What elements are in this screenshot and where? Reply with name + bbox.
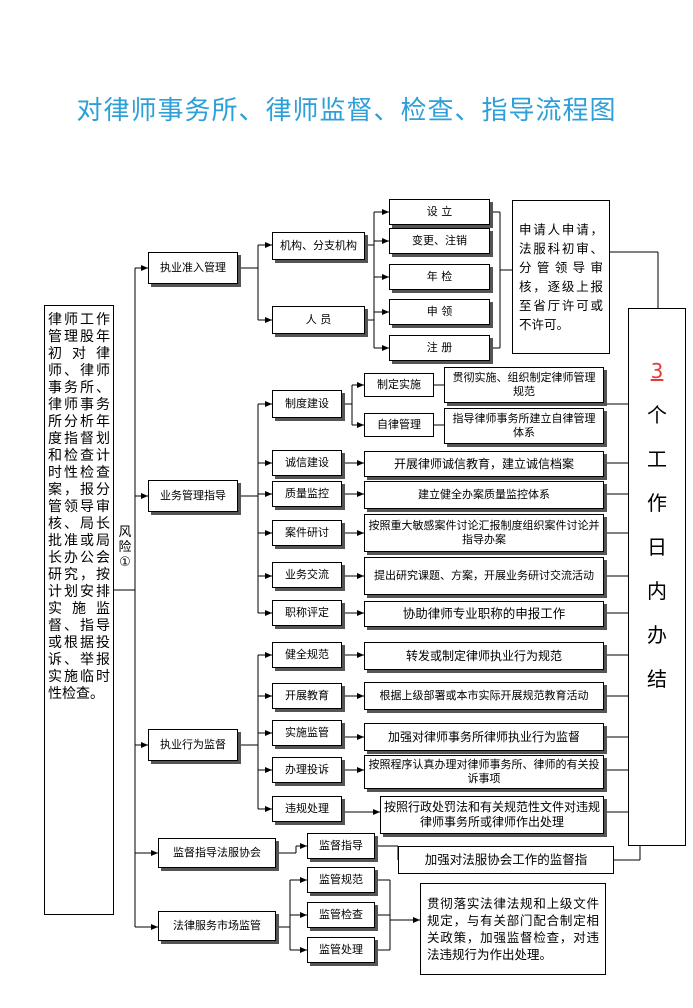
- admission-person: 人 员: [272, 306, 365, 334]
- business-row-label-title: 职称评定: [272, 600, 342, 626]
- result-days-number: 3: [650, 359, 664, 383]
- conduct-row-desc-violation: 按照行政处罚法和有关规范性文件对违规律师事务所或律师作出处理: [380, 796, 604, 834]
- conduct-row-desc-supervision: 加强对律师事务所律师执业行为监督: [364, 723, 604, 751]
- result-column: 3 个 工 作 日 内 办 结: [628, 308, 686, 846]
- business-row-desc-title: 协助律师专业职称的申报工作: [364, 601, 604, 627]
- business-row-desc-quality: 建立健全办案质量监控体系: [364, 481, 604, 509]
- admission-item-change: 变更、注销: [389, 228, 490, 254]
- category-market: 法律服务市场监管: [158, 911, 276, 941]
- business-system: 制度建设: [272, 390, 342, 418]
- page-title: 对律师事务所、律师监督、检查、指导流程图: [76, 96, 617, 126]
- business-system-sub-implement: 制定实施: [364, 373, 434, 397]
- business-row-label-exchange: 业务交流: [272, 562, 342, 588]
- association-supervise: 监督指导: [307, 833, 375, 859]
- market-item-norms: 监管规范: [307, 867, 375, 893]
- result-char-6: 办: [647, 623, 667, 647]
- conduct-row-label-norms: 健全规范: [272, 642, 342, 668]
- result-char-7: 结: [647, 667, 667, 691]
- business-system-desc-selfdiscipline: 指导律师事务所建立自律管理体系: [444, 408, 604, 444]
- conduct-row-label-violation: 违规处理: [272, 796, 342, 822]
- market-desc: 贯彻落实法律法规和上级文件规定，与有关部门配合制定相关政策，加强监督检查，对违法…: [420, 883, 606, 975]
- business-system-sub-selfdiscipline: 自律管理: [364, 413, 434, 437]
- market-item-handling: 监管处理: [307, 937, 375, 963]
- result-char-5: 内: [647, 579, 667, 603]
- admission-item-apply: 申 领: [389, 299, 490, 325]
- business-row-desc-integrity: 开展律师诚信教育，建立诚信档案: [364, 451, 604, 477]
- category-business: 业务管理指导: [148, 480, 238, 512]
- category-admission: 执业准入管理: [148, 252, 238, 284]
- market-item-inspection: 监管检查: [307, 902, 375, 928]
- business-row-label-quality: 质量监控: [272, 481, 342, 507]
- admission-note: 申请人申请，法服科初审、分管领导审核，逐级上报至省厅许可或不许可。: [512, 200, 610, 354]
- result-char-1: 个: [647, 403, 667, 427]
- conduct-row-desc-education: 根据上级部署或本市实际开展规范教育活动: [364, 682, 604, 710]
- admission-item-setup: 设 立: [389, 199, 490, 225]
- admission-item-register: 注 册: [389, 335, 490, 361]
- result-char-4: 日: [647, 535, 667, 559]
- conduct-row-label-education: 开展教育: [272, 683, 342, 709]
- left-description-box: 律师工作管理股年初对律师、律师事务所、律师事务所分析年度指督划和检查计时性检查案…: [44, 305, 114, 915]
- category-association: 监督指导法服协会: [158, 838, 276, 868]
- conduct-row-desc-norms: 转发或制定律师执业行为规范: [364, 642, 604, 670]
- business-row-desc-exchange: 提出研究课题、方案，开展业务研讨交流活动: [364, 557, 604, 595]
- conduct-row-desc-complaint: 按照程序认真办理对律师事务所、律师的有关投诉事项: [364, 755, 604, 789]
- association-desc: 加强对法服协会工作的监督指: [398, 846, 614, 874]
- admission-item-annual: 年 检: [389, 264, 490, 290]
- admission-org: 机构、分支机构: [272, 232, 365, 260]
- conduct-row-label-supervision: 实施监管: [272, 720, 342, 746]
- business-row-desc-case: 按照重大敏感案件讨论汇报制度组织案件讨论并指导办案: [364, 514, 604, 552]
- business-row-label-integrity: 诚信建设: [272, 450, 342, 476]
- business-row-label-case: 案件研讨: [272, 520, 342, 546]
- risk-label: 风险①: [118, 525, 132, 570]
- conduct-row-label-complaint: 办理投诉: [272, 757, 342, 783]
- business-system-desc-implement: 贯彻实施、组织制定律师管理规范: [444, 367, 604, 403]
- category-conduct: 执业行为监督: [148, 729, 238, 761]
- result-char-2: 工: [647, 447, 667, 471]
- result-char-3: 作: [647, 491, 667, 515]
